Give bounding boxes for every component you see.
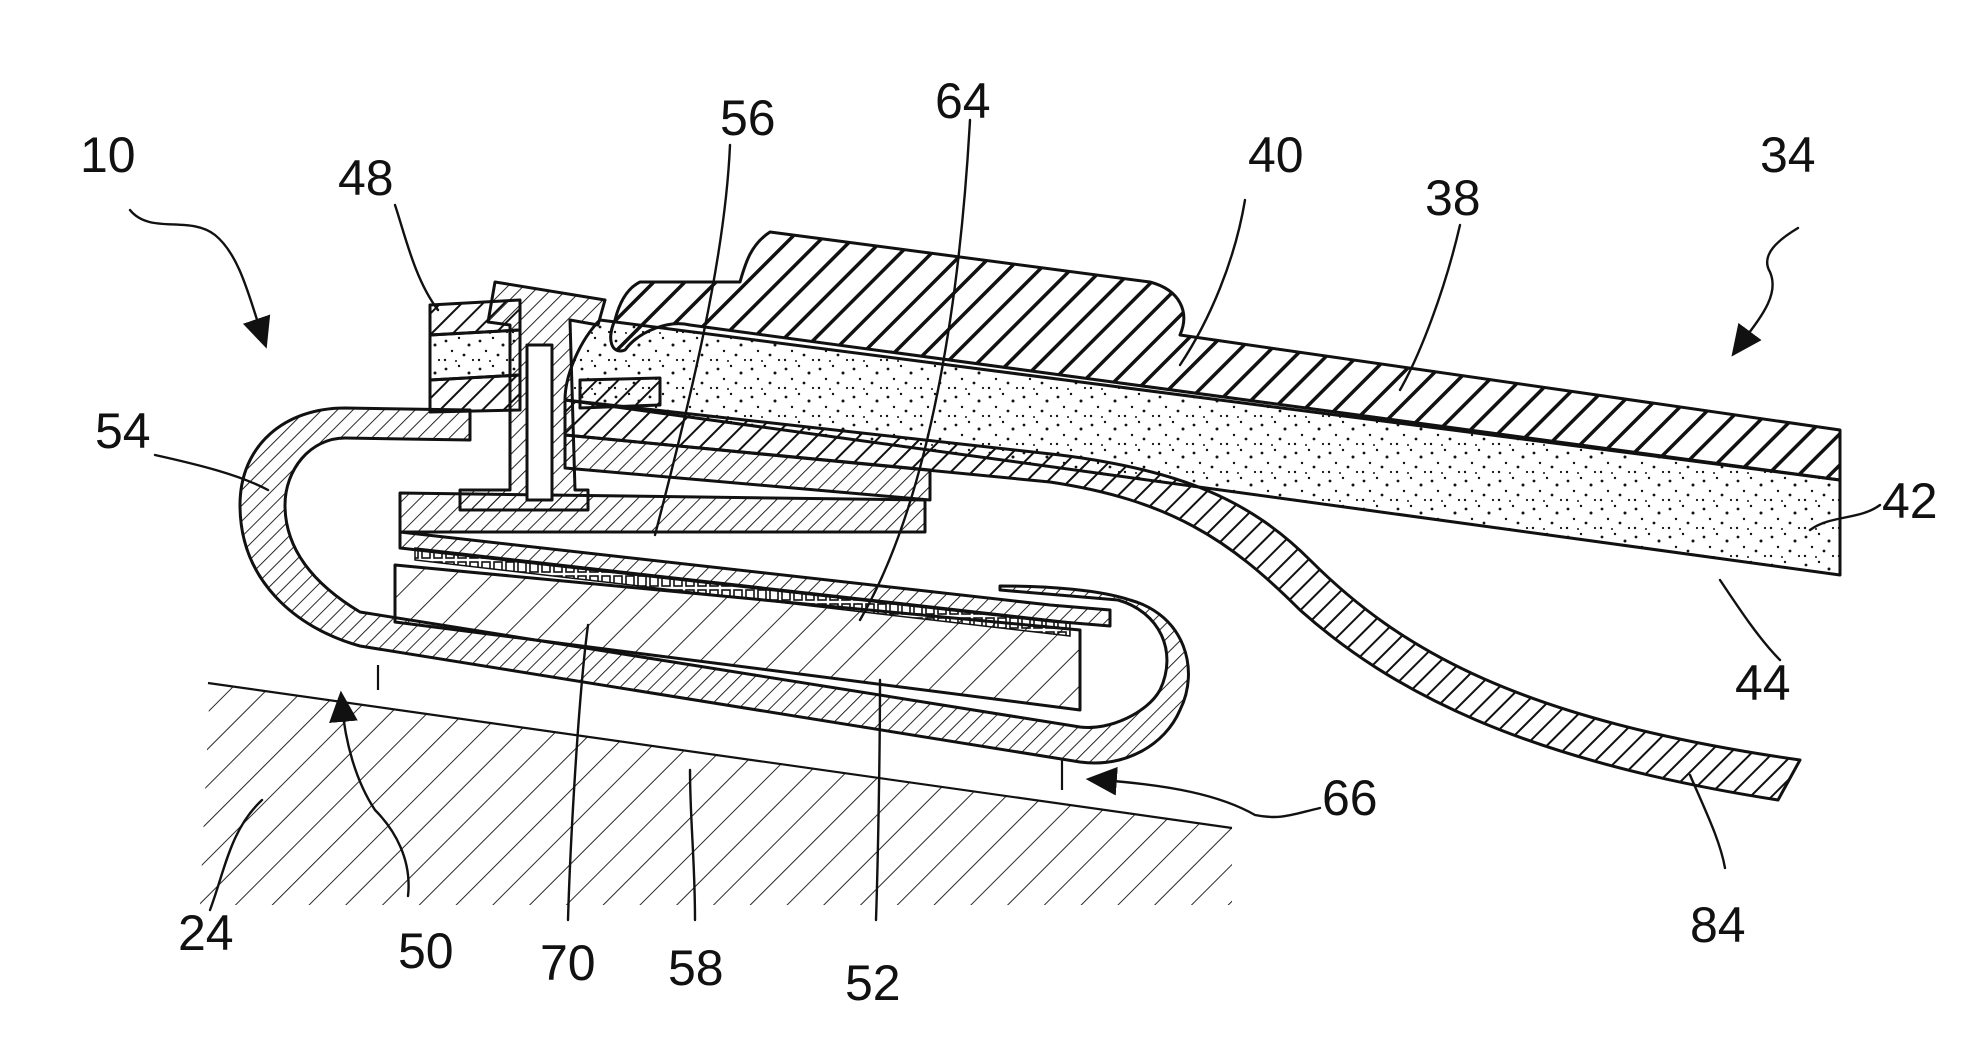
label-42: 42 [1882, 473, 1938, 529]
label-84: 84 [1690, 897, 1746, 953]
label-52: 52 [845, 955, 901, 1011]
label-56: 56 [720, 90, 776, 146]
ground-surface [200, 683, 1232, 905]
label-24: 24 [178, 905, 234, 961]
label-44: 44 [1735, 655, 1791, 711]
label-38: 38 [1425, 170, 1481, 226]
label-70: 70 [540, 935, 596, 991]
label-54: 54 [95, 403, 151, 459]
label-48: 48 [338, 150, 394, 206]
label-66: 66 [1322, 770, 1378, 826]
label-58: 58 [668, 940, 724, 996]
label-40: 40 [1248, 127, 1304, 183]
label-34: 34 [1760, 127, 1816, 183]
label-10: 10 [80, 127, 136, 183]
label-64: 64 [935, 73, 991, 129]
label-50: 50 [398, 923, 454, 979]
